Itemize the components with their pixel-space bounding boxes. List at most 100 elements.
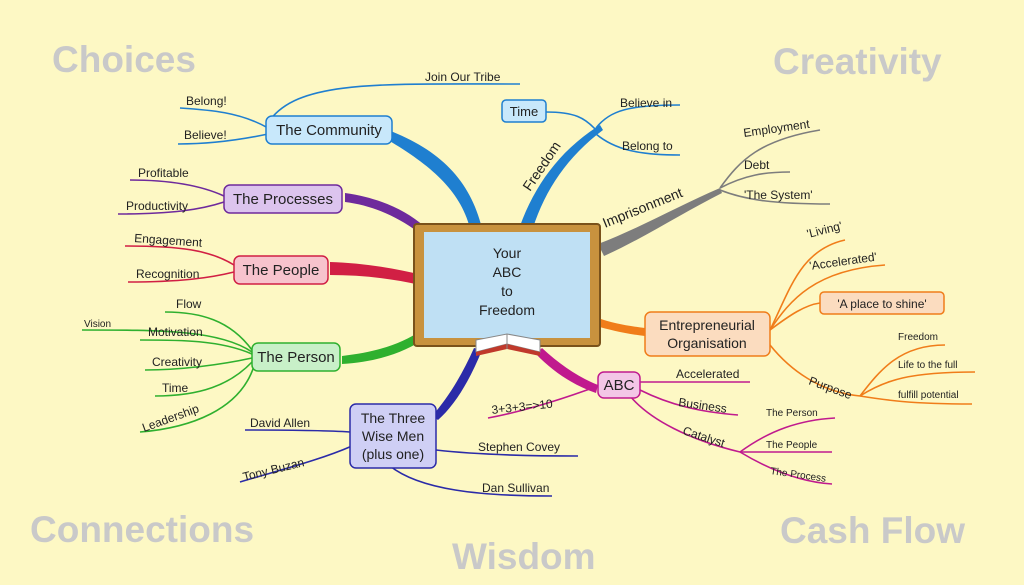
line-cat-person	[739, 417, 836, 453]
line-business	[639, 389, 739, 416]
node-wise-men[interactable]: The Three Wise Men (plus one)	[349, 403, 437, 469]
leaf-employment: Employment	[742, 117, 811, 140]
line-belong	[179, 107, 269, 129]
wise-men-line-2: Wise Men	[362, 428, 424, 444]
leaf-cat-people: The People	[766, 440, 818, 451]
leaf-profitable: Profitable	[138, 166, 189, 180]
line-david-allen	[244, 429, 351, 433]
line-debt	[719, 171, 791, 189]
leaf-3plus3: 3+3+3=>10	[491, 397, 554, 417]
node-processes[interactable]: The Processes	[223, 184, 343, 214]
branch-community	[388, 130, 482, 228]
leaf-motivation: Motivation	[148, 325, 203, 339]
person-label: The Person	[257, 349, 335, 366]
line-dan-sullivan	[389, 465, 553, 497]
leaf-pur-fulfill: fulfill potential	[898, 390, 959, 401]
leaf-creativity: Creativity	[152, 355, 202, 369]
entrepreneurial-line-2: Organisation	[667, 335, 746, 351]
leaf-accelerated-abc: Accelerated	[676, 367, 739, 381]
leaf-living: 'Living'	[805, 219, 843, 241]
sub-branches	[81, 83, 976, 497]
line-productivity	[117, 201, 225, 215]
leaf-belong-to: Belong to	[622, 139, 673, 153]
line-engagement	[124, 245, 235, 266]
line-leadership	[139, 365, 255, 433]
line-time	[154, 361, 253, 397]
leaf-believe: Believe!	[184, 128, 227, 142]
leaf-cat-process: The Process	[770, 466, 827, 485]
line-the-system	[719, 189, 831, 205]
line-recognition	[127, 271, 235, 283]
community-label: The Community	[276, 122, 382, 139]
line-believe-in	[595, 104, 681, 129]
leaf-belong: Belong!	[186, 94, 227, 108]
corner-wisdom: Wisdom	[452, 536, 596, 577]
center-line-2: ABC	[493, 264, 522, 280]
leaf-productivity: Productivity	[126, 199, 188, 213]
corner-choices: Choices	[52, 39, 196, 80]
wise-men-line-1: The Three	[361, 410, 426, 426]
place-to-shine-label: 'A place to shine'	[837, 297, 926, 311]
corner-creativity: Creativity	[773, 41, 942, 82]
node-place-to-shine[interactable]: 'A place to shine'	[819, 291, 945, 315]
line-cat-process	[739, 451, 833, 485]
leaf-cat-person: The Person	[766, 408, 818, 419]
line-flow	[164, 311, 253, 351]
node-abc[interactable]: ABC	[597, 371, 641, 399]
leaf-join-our-tribe: Join Our Tribe	[425, 70, 501, 84]
leaf-flow: Flow	[176, 297, 202, 311]
leaf-stephen-covey: Stephen Covey	[478, 440, 560, 454]
leaf-business: Business	[678, 395, 728, 416]
line-profitable	[129, 179, 225, 197]
leaf-catalyst: Catalyst	[681, 424, 727, 451]
center-line-3: to	[501, 283, 513, 299]
center-line-1: Your	[493, 245, 522, 261]
leaf-vision: Vision	[84, 319, 111, 330]
line-tony-buzan	[239, 445, 353, 483]
leaf-time: Time	[162, 381, 189, 395]
leaf-debt: Debt	[744, 158, 770, 172]
branch-wisemen	[432, 348, 482, 420]
time-label: Time	[510, 104, 538, 119]
node-community[interactable]: The Community	[265, 115, 393, 145]
branch-entrepreneurial	[596, 318, 645, 336]
line-accelerated-eo	[769, 264, 886, 331]
line-catalyst	[629, 395, 741, 453]
line-pur-life	[859, 371, 976, 397]
leaf-the-system: 'The System'	[744, 188, 813, 202]
leaf-pur-life: Life to the full	[898, 360, 957, 371]
line-time-node	[545, 111, 597, 131]
leaf-believe-in: Believe in	[620, 96, 672, 110]
leaf-leadership: Leadership	[140, 401, 201, 435]
wise-men-line-3: (plus one)	[362, 446, 424, 462]
main-branches	[330, 125, 722, 420]
branch-imprisonment	[598, 188, 722, 256]
line-3plus3	[487, 385, 599, 419]
line-pur-freedom	[859, 344, 946, 397]
line-join-our-tribe	[269, 83, 521, 121]
line-vision	[81, 329, 253, 353]
center-line-4: Freedom	[479, 302, 535, 318]
leaf-tony-buzan: Tony Buzan	[241, 455, 305, 484]
processes-label: The Processes	[233, 191, 333, 208]
line-belong-to	[595, 133, 681, 156]
line-believe	[177, 133, 269, 145]
node-person[interactable]: The Person	[251, 342, 341, 372]
node-entrepreneurial[interactable]: Entrepreneurial Organisation	[644, 311, 771, 357]
leaf-purpose: Purpose	[807, 374, 854, 403]
leaf-david-allen: David Allen	[250, 416, 310, 430]
node-people[interactable]: The People	[233, 255, 329, 285]
line-purpose	[769, 344, 861, 397]
leaf-dan-sullivan: Dan Sullivan	[482, 481, 549, 495]
book-icon	[475, 333, 541, 356]
line-stephen-covey	[435, 449, 579, 457]
branch-people	[330, 262, 422, 285]
center-board: Your ABC to Freedom	[413, 223, 601, 356]
branch-abc	[536, 348, 598, 393]
branch-processes	[345, 193, 424, 232]
leaf-engagement: Engagement	[134, 231, 204, 250]
leaf-accelerated-eo: 'Accelerated'	[808, 250, 877, 273]
branch-person	[342, 330, 426, 364]
node-time[interactable]: Time	[501, 99, 547, 123]
